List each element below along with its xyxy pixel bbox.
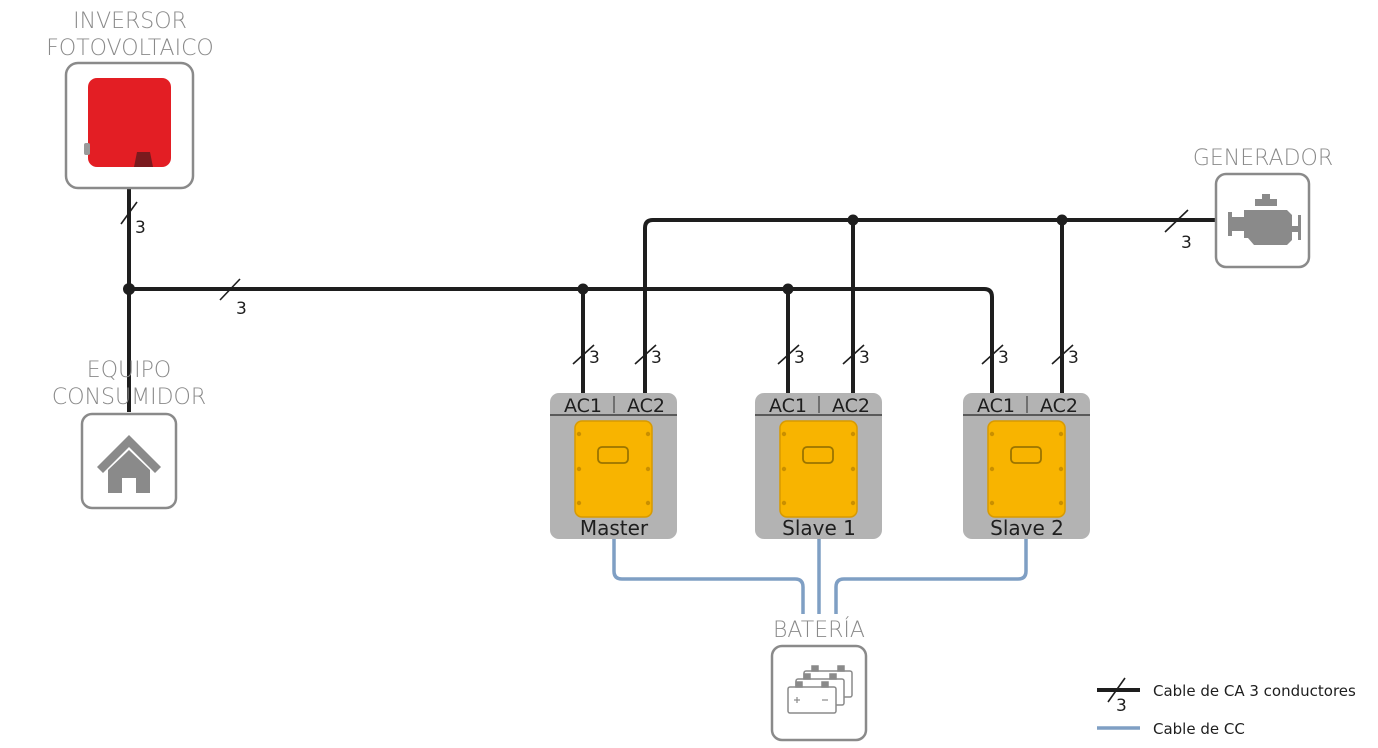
inverter-label-line1: INVERSOR <box>73 9 187 34</box>
unit-slave-2: AC1 AC2 Slave 2 <box>963 393 1090 540</box>
junction-dot <box>782 283 794 295</box>
conductor-tick: 3 <box>634 344 662 368</box>
consumer-load: EQUIPO CONSUMIDOR <box>52 358 206 510</box>
ac2-bus-line <box>643 218 1215 395</box>
svg-text:3: 3 <box>651 348 662 368</box>
legend-dc-label: Cable de CC <box>1153 720 1245 738</box>
battery-label: BATERÍA <box>773 617 865 643</box>
unit-icon <box>987 420 1066 518</box>
ac1-port-label: AC1 <box>769 395 807 417</box>
unit-slave-1: AC1 AC2 Slave 1 <box>755 393 882 540</box>
ac1-port-label: AC1 <box>564 395 602 417</box>
legend-ac-cable: 3 Cable de CA 3 conductores <box>1097 677 1356 716</box>
unit-name-label: Slave 1 <box>782 516 856 540</box>
battery-icon <box>787 665 853 714</box>
svg-text:3: 3 <box>1181 233 1192 253</box>
inverter-label-line2: FOTOVOLTAICO <box>46 36 214 61</box>
conductor-tick: 3 <box>219 278 247 319</box>
consumer-label-line2: CONSUMIDOR <box>52 385 206 410</box>
ac1-bus-line <box>129 287 994 395</box>
unit-name-label: Master <box>580 516 649 540</box>
junction-dot <box>123 283 135 295</box>
conductor-tick: 3 <box>1051 344 1079 368</box>
ac2-port-label: AC2 <box>1040 395 1078 417</box>
slave2-dc-line <box>834 538 1028 614</box>
inverter-icon <box>84 78 171 167</box>
conductor-tick: 3 <box>1164 209 1192 253</box>
legend-ac-count: 3 <box>1116 696 1127 716</box>
consumer-label-line1: EQUIPO <box>87 358 171 383</box>
svg-text:3: 3 <box>236 299 247 319</box>
generator-label: GENERADOR <box>1193 146 1333 171</box>
legend: 3 Cable de CA 3 conductores Cable de CC <box>1097 677 1356 738</box>
pv-inverter: INVERSOR FOTOVOLTAICO <box>46 9 214 190</box>
junction-dot <box>1056 214 1068 226</box>
svg-text:3: 3 <box>794 348 805 368</box>
conductor-tick: 3 <box>842 344 870 368</box>
generator: GENERADOR <box>1193 146 1333 269</box>
conductor-tick: 3 <box>120 201 146 238</box>
house-icon <box>97 435 161 493</box>
unit-name-label: Slave 2 <box>990 516 1064 540</box>
conductor-tick: 3 <box>777 344 805 368</box>
master-dc-line <box>612 538 805 614</box>
battery: BATERÍA <box>770 617 868 742</box>
junction-dot <box>577 283 589 295</box>
ac2-port-label: AC2 <box>832 395 870 417</box>
svg-text:3: 3 <box>135 218 146 238</box>
dc-wiring <box>612 538 1028 614</box>
legend-ac-label: Cable de CA 3 conductores <box>1153 682 1356 700</box>
conductor-tick: 3 <box>981 344 1009 368</box>
unit-icon <box>779 420 858 518</box>
conductor-tick: 3 <box>572 344 600 368</box>
ac2-port-label: AC2 <box>627 395 665 417</box>
legend-dc-cable: Cable de CC <box>1097 720 1245 738</box>
svg-text:3: 3 <box>998 348 1009 368</box>
svg-text:3: 3 <box>589 348 600 368</box>
unit-icon <box>574 420 653 518</box>
svg-text:3: 3 <box>1068 348 1079 368</box>
svg-text:3: 3 <box>859 348 870 368</box>
unit-master: AC1 AC2 Master <box>550 393 677 540</box>
ac-wiring: 3 3 3 3 3 3 3 3 <box>120 188 1215 412</box>
junction-dot <box>847 214 859 226</box>
ac1-port-label: AC1 <box>977 395 1015 417</box>
engine-icon <box>1228 194 1301 245</box>
